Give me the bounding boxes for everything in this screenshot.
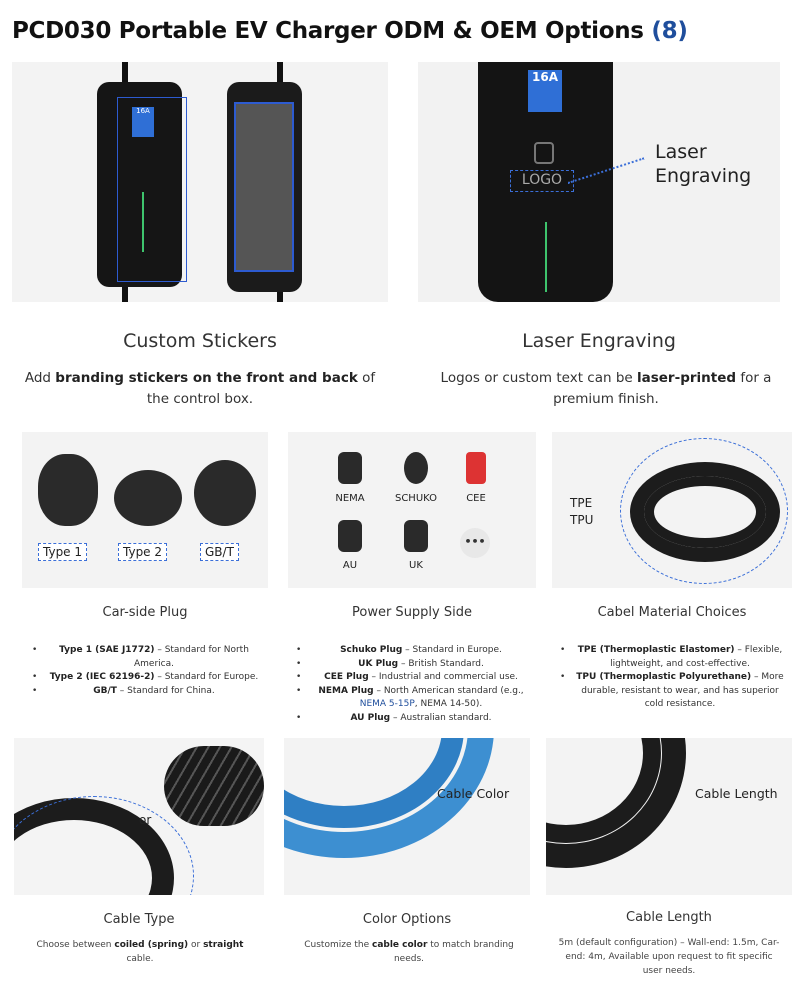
car-side-plug-list: Type 1 (SAE J1772) – Standard for North …: [32, 644, 262, 698]
color-options-desc: Customize the cable color to match brand…: [304, 940, 514, 964]
charger-screen: 16A: [528, 70, 562, 112]
laser-engraving-heading: Laser Engraving: [522, 330, 676, 352]
list-item: TPE (Thermoplastic Elastomer) – Flexible…: [560, 644, 786, 671]
color-options-heading: Color Options: [362, 912, 452, 927]
list-item: GB/T – Standard for China.: [32, 685, 262, 699]
power-supply-heading: Power Supply Side: [352, 605, 472, 620]
list-item: CEE Plug – Industrial and commercial use…: [296, 671, 532, 685]
cable-length-label: Cable Length: [695, 786, 778, 801]
desc-text: Logos or custom text can be: [440, 370, 637, 386]
car-side-plug-image: Type 1 Type 2 GB/T: [22, 432, 268, 588]
cable-type-heading: Cable Type: [103, 912, 175, 927]
cable-color-label: Cable Color: [437, 786, 510, 801]
power-supply-image: NEMA SCHUKO CEE ••• AU UK: [288, 432, 536, 588]
list-item: Type 2 (IEC 62196-2) – Standard for Euro…: [32, 671, 262, 685]
cable-material-list: TPE (Thermoplastic Elastomer) – Flexible…: [560, 644, 786, 712]
list-item: NEMA Plug – North American standard (e.g…: [296, 685, 532, 712]
cable-color-image: Cable Color: [284, 738, 530, 895]
desc-bold: laser-printed: [637, 370, 737, 386]
list-item: TPU (Thermoplastic Polyurethane) – More …: [560, 671, 786, 712]
plug-label-type2: Type 2: [118, 543, 168, 561]
charger-screen: 16A: [132, 107, 154, 137]
custom-stickers-desc: Add branding stickers on the front and b…: [22, 368, 378, 410]
power-label-au: AU: [342, 560, 358, 571]
list-item: UK Plug – British Standard.: [296, 658, 532, 672]
laser-engraving-desc: Logos or custom text can be laser-printe…: [428, 368, 784, 410]
power-supply-list: Schuko Plug – Standard in Europe. UK Plu…: [296, 644, 532, 726]
material-label-tpu: TPU: [570, 513, 594, 527]
cable-length-image: Cable Length: [546, 738, 792, 895]
desc-text: for a premium finish.: [553, 370, 772, 407]
option-count: (8): [651, 18, 688, 44]
cable-length-heading: Cable Length: [626, 910, 712, 925]
or-label: or: [139, 813, 152, 827]
list-item: AU Plug – Australian standard.: [296, 712, 532, 726]
cable-length-desc: 5m (default configuration) – Wall-end: 1…: [558, 938, 780, 976]
power-label-uk: UK: [409, 560, 423, 571]
power-label-cee: CEE: [466, 493, 486, 504]
cable-type-image: or: [14, 738, 264, 895]
plug-label-type1: Type 1: [38, 543, 88, 561]
desc-text: of the control box.: [146, 370, 376, 407]
custom-stickers-image: 16A: [12, 62, 388, 302]
plug-label-gbt: GB/T: [200, 543, 239, 561]
cable-type-desc: Choose between coiled (spring) or straig…: [36, 940, 244, 964]
more-plugs-icon: •••: [460, 528, 490, 558]
list-item: Type 1 (SAE J1772) – Standard for North …: [32, 644, 262, 671]
car-side-plug-heading: Car-side Plug: [102, 605, 188, 620]
desc-text: Add: [24, 370, 56, 386]
title-text: PCD030 Portable EV Charger ODM & OEM Opt…: [12, 18, 644, 44]
laser-engraving-callout: Laser Engraving: [655, 141, 752, 187]
desc-bold: branding stickers on the front and back: [55, 370, 358, 386]
list-item: Schuko Plug – Standard in Europe.: [296, 644, 532, 658]
cable-material-image: TPE TPU: [552, 432, 792, 588]
power-label-nema: NEMA: [335, 493, 365, 504]
logo-placeholder: LOGO: [510, 170, 574, 192]
custom-stickers-heading: Custom Stickers: [123, 330, 277, 352]
material-label-tpe: TPE: [570, 496, 593, 510]
power-label-schuko: SCHUKO: [394, 493, 438, 504]
cable-material-heading: Cabel Material Choices: [597, 605, 747, 620]
nema-5-15p-link[interactable]: NEMA 5-15P: [359, 699, 415, 710]
laser-engraving-image: 16A LOGO Laser Engraving: [418, 62, 780, 302]
page-title: PCD030 Portable EV Charger ODM & OEM Opt…: [12, 18, 688, 44]
